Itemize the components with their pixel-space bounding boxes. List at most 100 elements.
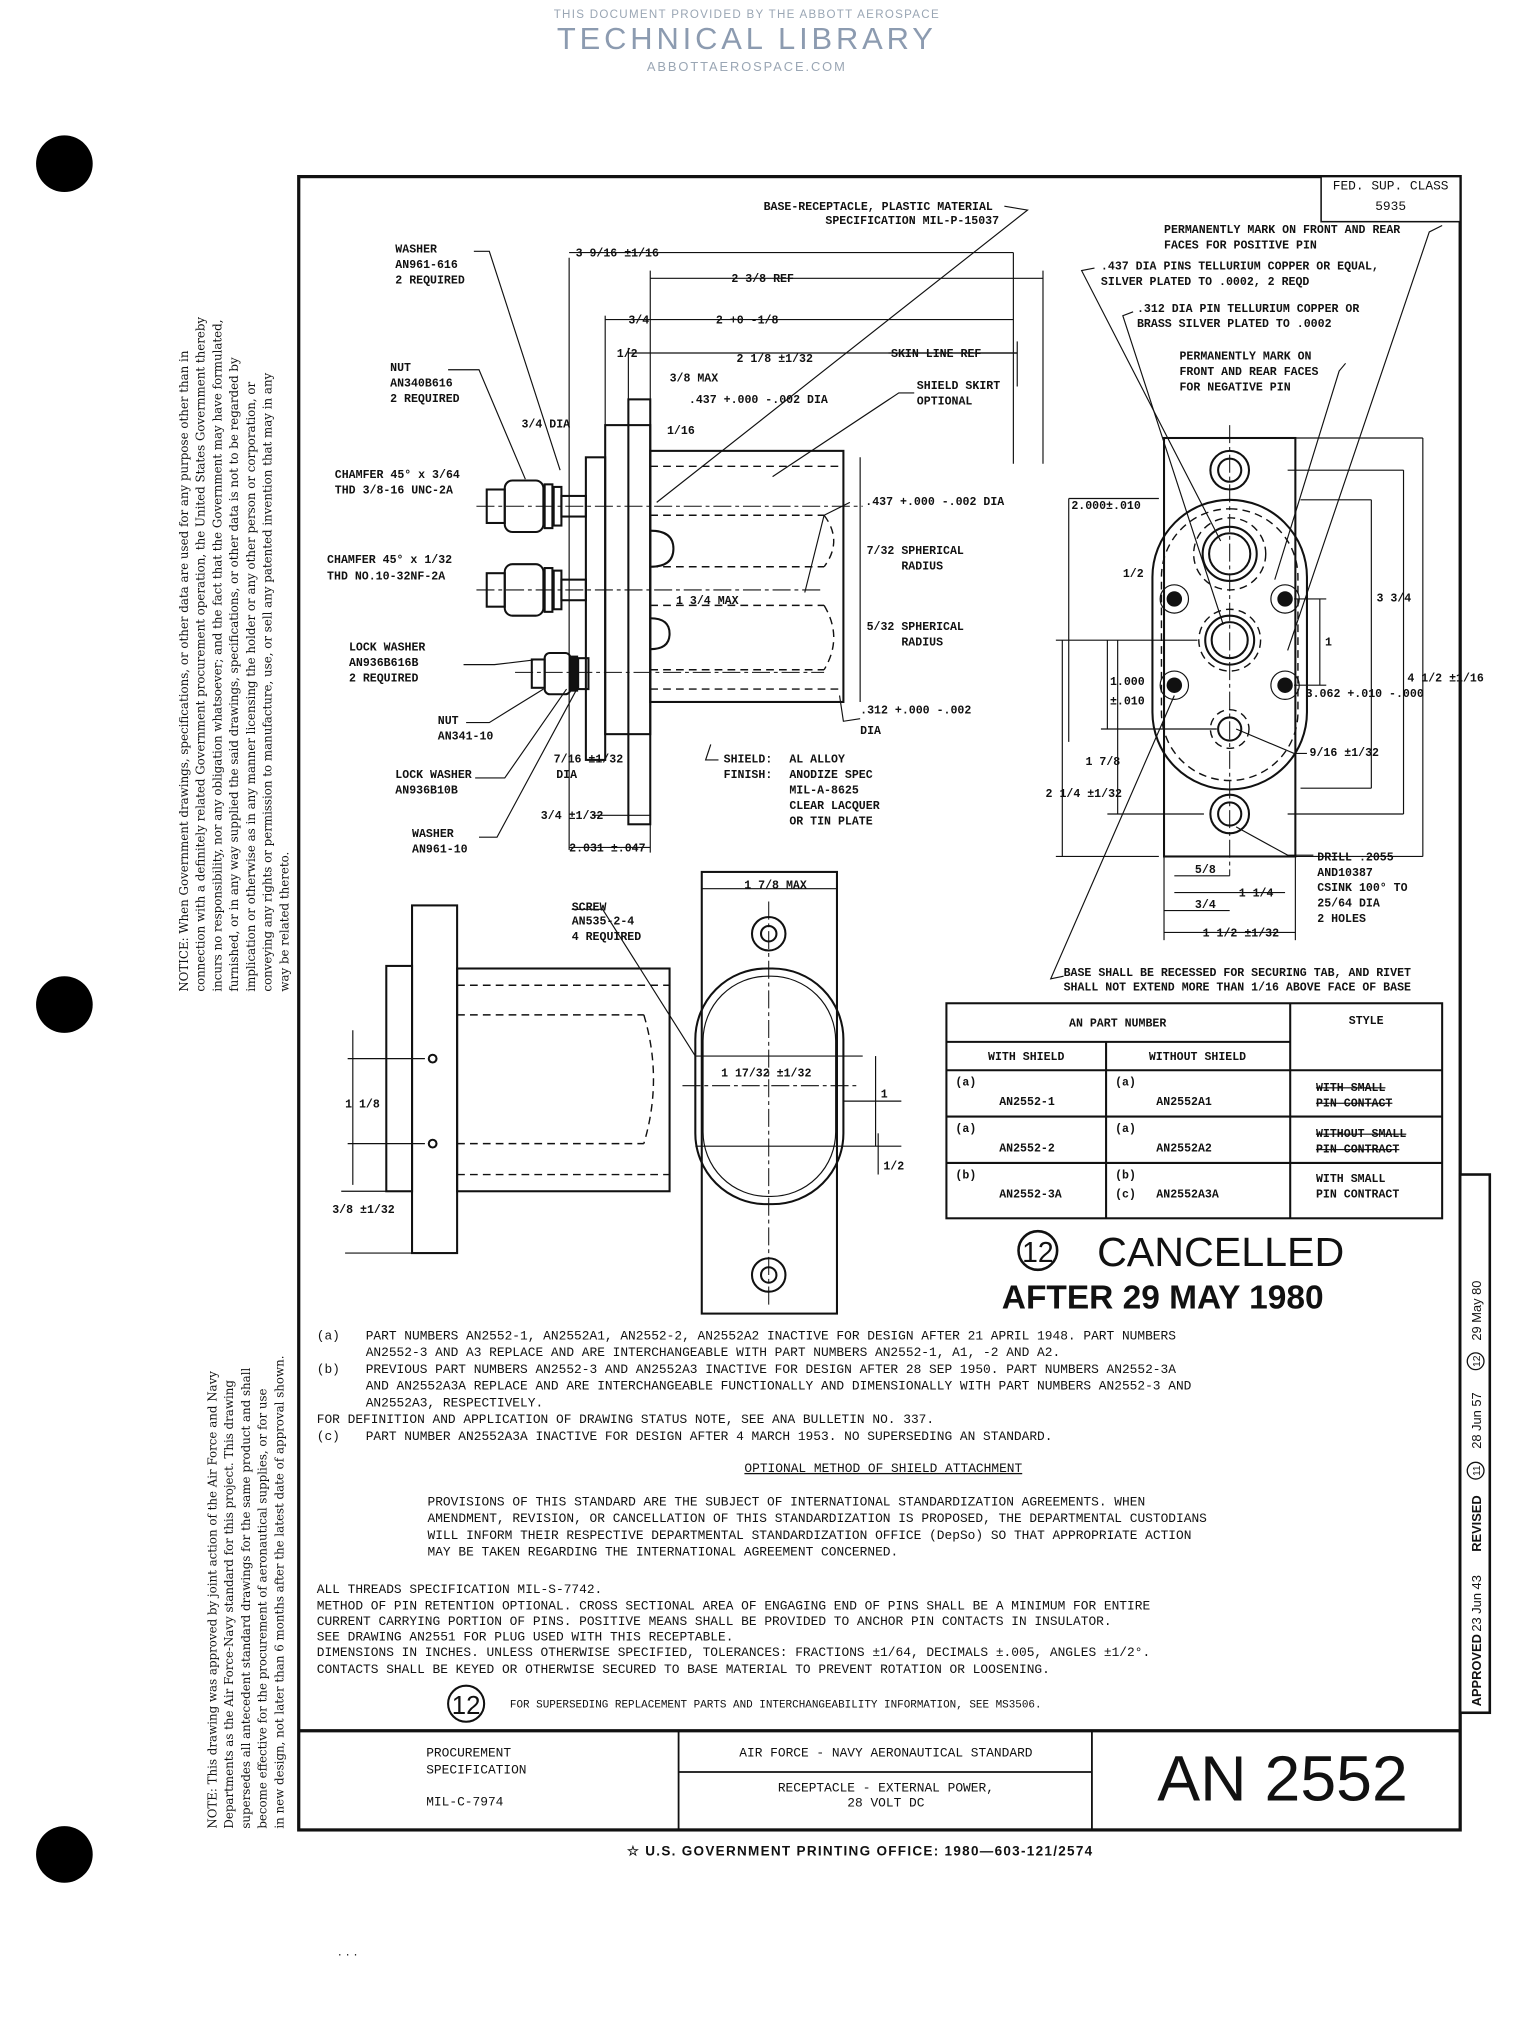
callout-skin-line: SKIN LINE REF [891, 348, 981, 361]
dim-fv-3-3-4: 3 3/4 [1376, 593, 1411, 606]
note-a-marker: (a) [317, 1328, 340, 1343]
dim-pin-312: .312 +.000 -.002 [860, 705, 971, 718]
fed-sup-class-label: FED. SUP. CLASS [1333, 178, 1449, 193]
title-line1: RECEPTACLE - EXTERNAL POWER, [778, 1780, 994, 1795]
note-line: in new design, not later than 6 months a… [272, 1355, 286, 1828]
dim-bm-17-32: 1 17/32 ±1/32 [721, 1068, 811, 1081]
callout-lock-washer: LOCK WASHER [349, 641, 425, 654]
general-note: DIMENSIONS IN INCHES. UNLESS OTHERWISE S… [317, 1645, 1150, 1660]
approved-label: APPROVED [1469, 1634, 1484, 1706]
callout-negative-mark-2: FRONT AND REAR FACES [1179, 366, 1318, 379]
callout-drill-3: CSINK 100° TO [1317, 882, 1407, 895]
dim-three-eighth-max: 3/8 MAX [670, 372, 719, 385]
finish-tin: OR TIN PLATE [789, 815, 872, 828]
finish-mil-spec: MIL-A-8625 [789, 784, 859, 797]
callout-drill-4: 25/64 DIA [1317, 898, 1380, 911]
dim-fv-1000-tol: ±.010 [1110, 696, 1145, 709]
sheet-border [297, 174, 1462, 1832]
general-note: METHOD OF PIN RETENTION OPTIONAL. CROSS … [317, 1599, 1151, 1614]
note-b-line: PREVIOUS PART NUMBERS AN2552-3 AND AN255… [366, 1362, 1177, 1377]
callout-thread-1: THD 3/8-16 UNC-2A [335, 484, 453, 497]
notice-line: incurs no responsibility, nor any obliga… [210, 319, 224, 991]
general-note: ALL THREADS SPECIFICATION MIL-S-7742. [317, 1582, 603, 1597]
specification-label: SPECIFICATION [426, 1762, 526, 1777]
table-cell-without-shield: AN2552A1 [1156, 1096, 1212, 1109]
provisions-line: WILL INFORM THEIR RESPECTIVE DEPARTMENTA… [427, 1528, 1191, 1543]
general-note: SEE DRAWING AN2551 FOR PLUG USED WITH TH… [317, 1630, 734, 1645]
callout-positive-mark-2: FACES FOR POSITIVE PIN [1164, 240, 1317, 253]
gpo-imprint: ☆ U.S. GOVERNMENT PRINTING OFFICE: 1980—… [627, 1844, 1094, 1859]
finish-label: FINISH: [724, 769, 773, 782]
general-note: CURRENT CARRYING PORTION OF PINS. POSITI… [317, 1614, 1112, 1629]
optional-method-heading: OPTIONAL METHOD OF SHIELD ATTACHMENT [744, 1461, 1022, 1476]
note-b-line: AN2552A3, RESPECTIVELY. [366, 1395, 544, 1410]
note-c-line: PART NUMBER AN2552A3A INACTIVE FOR DESIG… [366, 1429, 1053, 1444]
left-note: NOTE: This drawing was approved by joint… [205, 1355, 286, 1828]
title-line2: 28 VOLT DC [847, 1796, 924, 1811]
watermark-line2: TECHNICAL LIBRARY [557, 21, 937, 56]
callout-base-recessed-2: SHALL NOT EXTEND MORE THAN 1/16 ABOVE FA… [1064, 981, 1411, 994]
note-a-line: PART NUMBERS AN2552-1, AN2552A1, AN2552-… [366, 1328, 1177, 1343]
callout-lock-washer-10-part: AN936B10B [395, 784, 458, 797]
callout-washer-part: AN961-616 [395, 259, 458, 272]
rev-11-badge: 11 [1472, 1465, 1483, 1476]
table-cell-style: PIN CONTRACT [1316, 1144, 1399, 1157]
cancelled-date: AFTER 29 MAY 1980 [1002, 1279, 1324, 1316]
title-block: PROCUREMENT SPECIFICATION MIL-C-7974 AIR… [298, 1729, 1461, 1830]
table-cell-with-shield: AN2552-1 [999, 1096, 1055, 1109]
dim-fv-5-8: 5/8 [1195, 864, 1216, 877]
callout-nut-qty: 2 REQUIRED [390, 393, 460, 406]
table-cell-note: (a) [955, 1123, 976, 1136]
procurement-label: PROCUREMENT [426, 1746, 511, 1761]
punch-hole-bottom [36, 1826, 93, 1883]
punch-hole-middle [36, 976, 93, 1033]
dim-fv-1-1-2: 1 1/2 ±1/32 [1203, 927, 1279, 940]
callout-positive-mark: PERMANENTLY MARK ON FRONT AND REAR [1164, 224, 1400, 237]
callout-washer: WASHER [395, 244, 437, 257]
callout-negative-mark-3: FOR NEGATIVE PIN [1179, 381, 1290, 394]
table-header-with-shield: WITH SHIELD [988, 1051, 1064, 1064]
table-cell-note: (b) [1115, 1169, 1136, 1182]
dim-overall: 3 9/16 ±1/16 [576, 247, 659, 260]
callout-thread-2: THD NO.10-32NF-2A [327, 571, 445, 584]
callout-washer-qty: 2 REQUIRED [395, 274, 465, 287]
callout-screw: SCREW [572, 902, 607, 915]
side-view-labels: BASE-RECEPTACLE, PLASTIC MATERIAL SPECIF… [327, 201, 1004, 857]
standard-org: AIR FORCE - NAVY AERONAUTICAL STANDARD [739, 1746, 1033, 1761]
note-a-line: AN2552-3 AND A3 REPLACE AND ARE INTERCHA… [366, 1345, 1061, 1360]
dim-two-eighth: 2 1/8 ±1/32 [737, 353, 813, 366]
dim-seven-16: 7/16 ±1/32 [554, 753, 624, 766]
callout-screw-qty: 4 REQUIRED [572, 931, 642, 944]
approved-date: 23 Jun 43 [1469, 1575, 1484, 1632]
callout-drill: DRILL .2055 [1317, 851, 1393, 864]
callout-lock-washer-part: AN936B616B [349, 657, 419, 670]
bottom-side-view-labels: 1 1/8 3/8 ±1/32 SCREW AN535-2-4 4 REQUIR… [332, 902, 641, 1218]
table-cell-note: (b) [955, 1169, 976, 1182]
provisions-line: MAY BE TAKEN REGARDING THE INTERNATIONAL… [427, 1545, 898, 1560]
table-cell-without-shield: AN2552A3A [1156, 1189, 1219, 1202]
fed-sup-class-value: 5935 [1375, 199, 1406, 214]
shield-material: AL ALLOY [789, 753, 845, 766]
front-view-labels: PERMANENTLY MARK ON FRONT AND REAR FACES… [1046, 224, 1484, 994]
callout-sph-7-32: SPHERICAL [901, 545, 964, 558]
notes: (a) PART NUMBERS AN2552-1, AN2552A1, AN2… [317, 1328, 1207, 1723]
callout-base-receptacle: BASE-RECEPTACLE, PLASTIC MATERIAL [764, 201, 993, 214]
watermark-line1: THIS DOCUMENT PROVIDED BY THE ABBOTT AER… [554, 9, 940, 21]
notice-line: implication or otherwise as in any manne… [244, 381, 258, 991]
callout-nut-part: AN340B616 [390, 377, 453, 390]
dim-dia-three-quarter: 3/4 DIA [521, 419, 570, 432]
superseding-note: FOR SUPERSEDING REPLACEMENT PARTS AND IN… [510, 1700, 1042, 1712]
note-b-line: AND AN2552A3A REPLACE AND ARE INTERCHANG… [366, 1379, 1192, 1394]
table-cell-with-shield: AN2552-3A [999, 1189, 1062, 1202]
table-cell-style: PIN CONTRACT [1316, 1189, 1399, 1202]
cancelled-stamp: 12 CANCELLED AFTER 29 MAY 1980 [1002, 1229, 1345, 1316]
callout-sph-7-32-radius: RADIUS [901, 560, 943, 573]
provisions-line: PROVISIONS OF THIS STANDARD ARE THE SUBJ… [427, 1494, 1145, 1509]
table-row: (b) AN2552-3A (b) (c) AN2552A3A WITH SMA… [955, 1169, 1399, 1201]
table-cell-note: (a) [1115, 1123, 1136, 1136]
punch-hole-top [36, 135, 93, 193]
table-header-style: STYLE [1349, 1015, 1384, 1028]
footer-marks: · · · [338, 1947, 358, 1962]
note-b-marker: (b) [317, 1362, 340, 1377]
